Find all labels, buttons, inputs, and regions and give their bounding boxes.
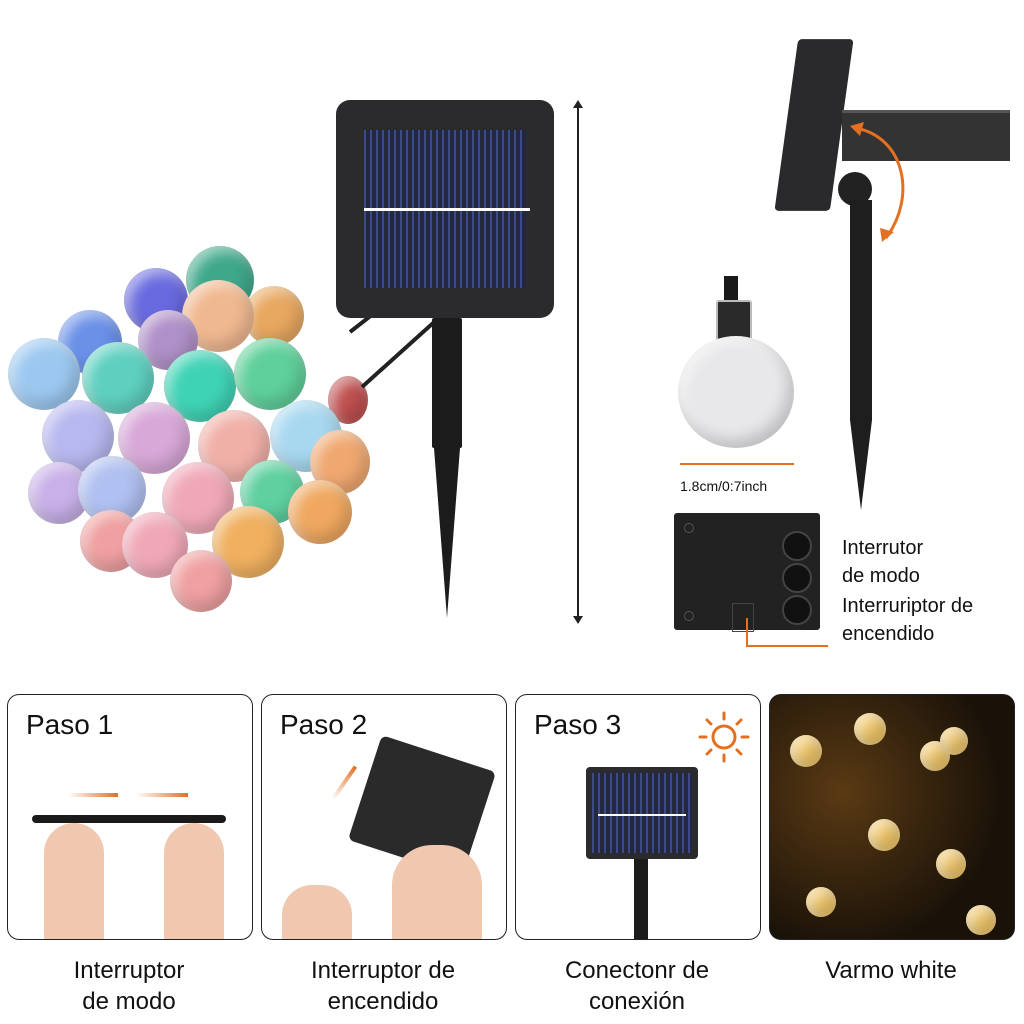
- bulb: [288, 480, 352, 544]
- hand-right: [164, 823, 224, 939]
- solar-panel-small: [586, 767, 698, 859]
- step-caption-3: Conectonr de conexión: [515, 955, 759, 1017]
- side-panel-flat: [842, 110, 1010, 161]
- warm-bulb: [868, 819, 900, 851]
- bulb-cluster: [0, 240, 423, 620]
- step-title: Paso 2: [280, 709, 368, 740]
- caption-line: de modo: [82, 988, 176, 1015]
- screw-icon: [684, 523, 694, 533]
- warm-bulb: [936, 849, 966, 879]
- bulb: [82, 342, 154, 414]
- step-caption-1: Interruptor de modo: [7, 955, 251, 1017]
- bulb: [170, 550, 232, 612]
- panel-busbar: [364, 208, 530, 211]
- aux-button[interactable]: [782, 595, 812, 625]
- caption-line: conexión: [588, 988, 686, 1015]
- caption-line: Varmo white: [825, 957, 957, 984]
- step-title: Paso 1: [26, 709, 114, 740]
- mode-button[interactable]: [782, 531, 812, 561]
- ground-stake: [432, 318, 462, 448]
- mode-switch-label: Interrutor de modo: [842, 537, 924, 587]
- arrow-right-icon: [136, 793, 188, 797]
- single-bulb: [678, 336, 794, 448]
- step-caption-2: Interruptor de encendido: [261, 955, 505, 1017]
- warm-bulb: [854, 713, 886, 745]
- power-switch-label: Interruriptor de encendido: [842, 595, 974, 645]
- sun-icon: [698, 711, 750, 763]
- warm-bulb: [966, 905, 996, 935]
- bulb: [8, 338, 80, 410]
- warm-bulb: [790, 735, 822, 767]
- step-title: Paso 3: [534, 709, 622, 740]
- bulb: [244, 286, 304, 346]
- bulb-size-line: [680, 463, 794, 465]
- caption-line: Interruptor: [73, 957, 185, 984]
- warm-white-photo: [769, 694, 1015, 940]
- arrow-down-icon: [573, 616, 583, 624]
- side-stake: [850, 200, 872, 420]
- charge-port: [732, 603, 754, 632]
- bulb-cap: [724, 276, 738, 302]
- bulb-size-label: 1.8cm/0:7inch: [680, 478, 768, 494]
- step-card-3: Paso 3: [515, 694, 761, 940]
- stake-pole: [634, 859, 648, 939]
- rotate-arrow-icon: [850, 122, 905, 242]
- power-button[interactable]: [782, 563, 812, 593]
- hand: [282, 885, 352, 939]
- power-switch-pointer: [746, 618, 748, 646]
- control-box: [674, 513, 820, 632]
- hand: [392, 845, 482, 939]
- caption-line: Interruptor de: [310, 957, 456, 984]
- caption-line: Conectonr de: [564, 957, 710, 984]
- arrow-up-right-icon: [330, 765, 358, 801]
- power-switch-pointer-h: [746, 645, 828, 647]
- side-stake-tip: [850, 420, 872, 510]
- bulb: [234, 338, 306, 410]
- solar-panel: [336, 100, 554, 318]
- caption-line: encendido: [327, 988, 439, 1015]
- arrow-up-icon: [573, 100, 583, 108]
- step-card-1: Paso 1: [7, 694, 253, 940]
- arrow-right-icon: [68, 793, 118, 797]
- warm-white-caption: Varmo white: [769, 955, 1013, 986]
- panel-busbar: [598, 814, 686, 816]
- warm-bulb: [806, 887, 836, 917]
- warm-bulb: [940, 727, 968, 755]
- hand-left: [44, 823, 104, 939]
- screw-icon: [684, 611, 694, 621]
- step-card-2: Paso 2: [261, 694, 507, 940]
- solar-cells: [592, 773, 692, 853]
- height-dimension-line: [577, 104, 579, 622]
- stake-part: [32, 815, 226, 823]
- ground-stake-tip: [434, 448, 460, 618]
